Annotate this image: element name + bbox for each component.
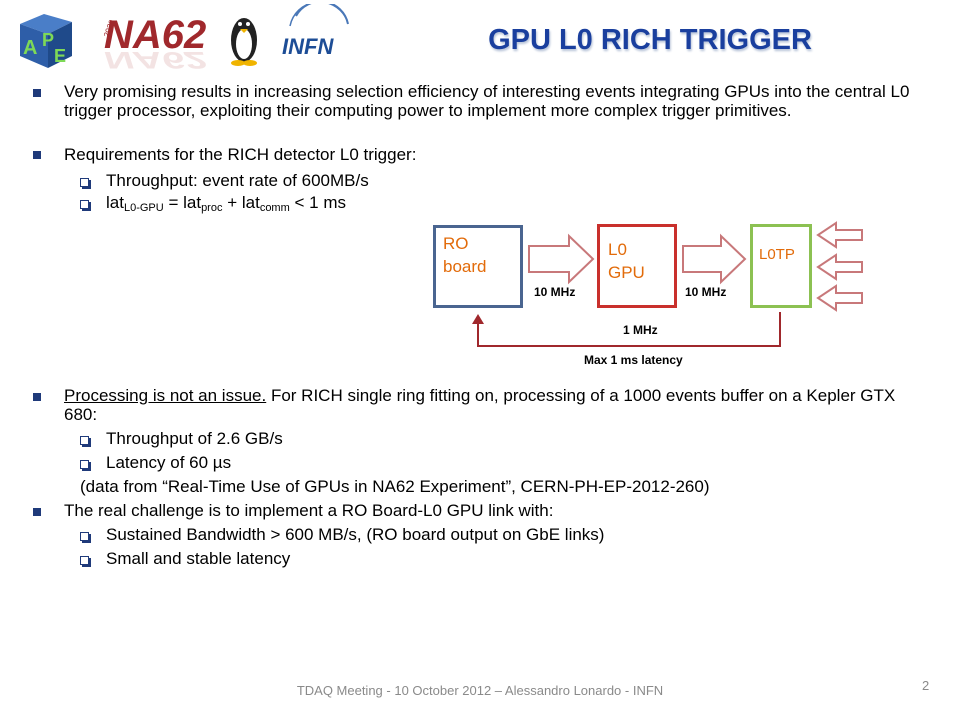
ape-cube-icon: A P E <box>20 14 72 68</box>
footer-text: TDAQ Meeting - 10 October 2012 – Alessan… <box>296 683 664 698</box>
sub-bullet-gpu-throughput: Throughput of 2.6 GB/s <box>106 429 283 448</box>
arrow-ro-to-gpu <box>528 233 595 285</box>
rate-ro-to-gpu: 10 MHz <box>534 285 576 299</box>
sub-bullet-checkbox-icon <box>80 460 89 469</box>
feedback-arrowhead <box>472 314 484 324</box>
sub-bullet-checkbox-icon <box>80 200 89 209</box>
na62-logo-reflection: NA62 <box>104 47 206 74</box>
na62-logo: NA62 NA62 2020 <box>102 13 257 74</box>
bullet-square-icon <box>33 393 41 401</box>
infn-logo-text: INFN <box>282 34 334 59</box>
sub-bullet-latency: Small and stable latency <box>106 549 291 568</box>
l0tp-label: L0TP <box>759 246 795 263</box>
infn-logo: INFN <box>282 4 349 59</box>
sub-bullet-bandwidth: Sustained Bandwidth > 600 MB/s, (RO boar… <box>106 525 605 544</box>
feedback-loop-line <box>477 312 781 347</box>
bullet-3-text: Processing is not an issue. For RICH sin… <box>64 386 896 424</box>
sub-bullet-checkbox-icon <box>80 556 89 565</box>
arrow-gpu-to-l0tp <box>682 233 747 285</box>
ro-board-box <box>433 225 523 308</box>
ro-board-label: RO board <box>443 234 487 276</box>
sub-bullet-throughput: Throughput: event rate of 600MB/s <box>106 171 369 190</box>
na62-logo-text: NA62 <box>104 13 206 57</box>
bullet-square-icon <box>33 151 41 159</box>
sub-bullet-gpu-latency: Latency of 60 µs <box>106 453 232 472</box>
latency-label: Max 1 ms latency <box>584 353 683 367</box>
slide-title: GPU L0 RICH TRIGGER <box>488 24 812 56</box>
bullet-square-icon <box>33 508 41 516</box>
l0tp-box <box>750 224 812 308</box>
bullet-2-text: Requirements for the RICH detector L0 tr… <box>64 145 417 164</box>
sub-bullet-checkbox-icon <box>80 532 89 541</box>
bullet-square-icon <box>33 89 41 97</box>
sub-bullet-checkbox-icon <box>80 436 89 445</box>
arrow-into-l0tp-1 <box>816 221 863 249</box>
arrow-into-l0tp-3 <box>816 284 863 312</box>
rate-gpu-to-l0tp: 10 MHz <box>685 285 727 299</box>
svg-text:P: P <box>42 30 54 50</box>
ape-logo: A P E <box>20 14 72 68</box>
l0-gpu-box <box>597 224 677 308</box>
bullet-1-text: Very promising results in increasing sel… <box>64 82 910 120</box>
sub-bullet-latency-formula: latL0-GPU = latproc + latcomm < 1 ms <box>106 193 346 214</box>
penguin-icon <box>231 18 257 66</box>
reference-note: (data from “Real-Time Use of GPUs in NA6… <box>80 477 710 496</box>
bullet-4-text: The real challenge is to implement a RO … <box>64 501 554 520</box>
sub-bullet-checkbox-icon <box>80 178 89 187</box>
l0-gpu-label: L0 GPU <box>608 240 645 282</box>
arrow-into-l0tp-2 <box>816 253 863 281</box>
page-number: 2 <box>922 678 930 693</box>
rate-feedback: 1 MHz <box>623 323 658 337</box>
svg-text:A: A <box>23 37 37 59</box>
svg-text:E: E <box>54 46 66 66</box>
